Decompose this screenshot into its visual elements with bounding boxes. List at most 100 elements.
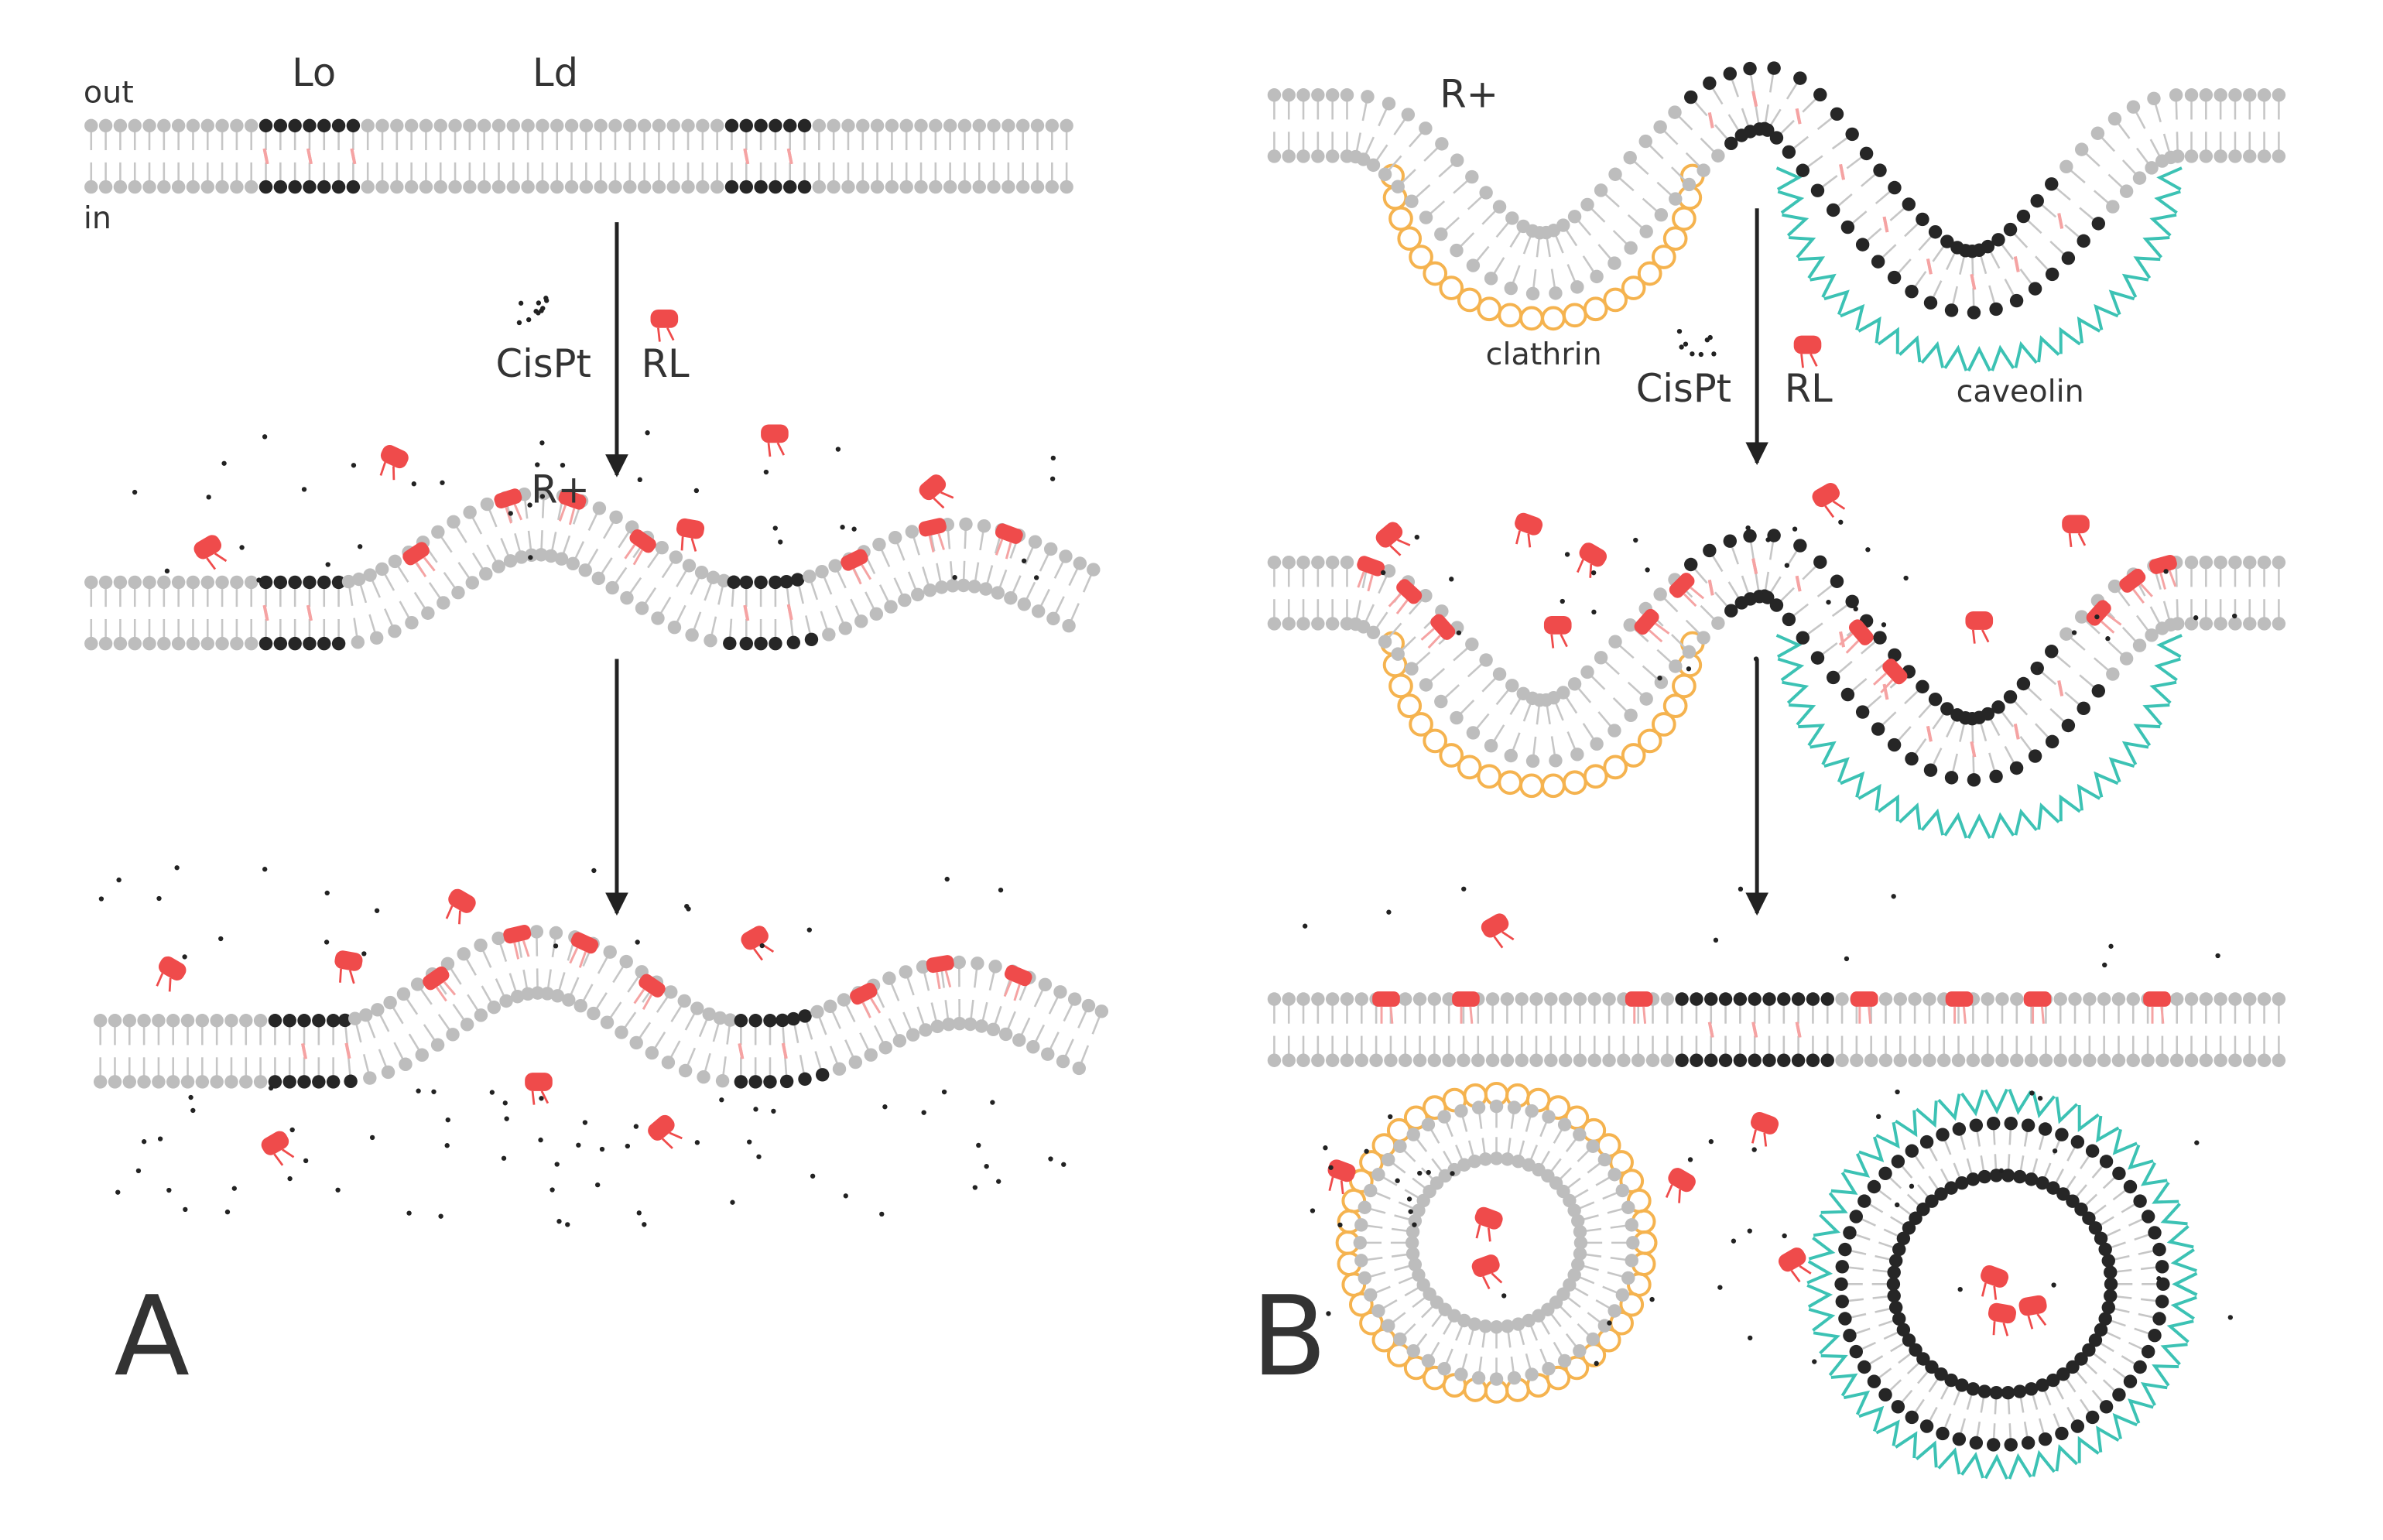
membrane-a2	[84, 487, 1101, 651]
ld-lipid-head	[987, 118, 1001, 133]
ld-lipid-head	[704, 633, 717, 648]
lo-lipid-head	[326, 1075, 341, 1089]
cisplatin-dot	[1594, 1360, 1599, 1367]
ld-lipid-head	[128, 180, 142, 194]
cisplatin-dot	[693, 488, 700, 494]
ld-lipid-head	[979, 582, 993, 596]
ld-lipid-head	[1850, 1053, 1864, 1067]
lo-lipid-head	[786, 1011, 800, 1026]
caveolin-unit	[2172, 1271, 2198, 1296]
cisplatin-dot	[806, 927, 812, 933]
cisplatin-dot	[508, 511, 513, 516]
ld-lipid-head	[1454, 1367, 1468, 1381]
ld-lipid-head	[664, 985, 678, 999]
cisplatin-dot	[1903, 575, 1909, 581]
membrane-receptor	[633, 974, 666, 1011]
clathrin-unit	[1457, 287, 1482, 313]
caveolin-unit	[2154, 657, 2181, 682]
receptor-body	[334, 950, 363, 971]
cisplatin-dot	[633, 1124, 639, 1129]
cisplatin-dot	[224, 1209, 231, 1215]
ld-lipid-head	[421, 606, 435, 620]
lo-lipid-head	[2066, 1194, 2080, 1208]
cisplatin-dot	[1364, 1148, 1369, 1154]
ld-lipid-head	[1607, 1304, 1621, 1318]
cisplatin-dot	[1747, 1228, 1752, 1234]
ld-lipid-head	[1437, 1110, 1451, 1124]
caveolin-unit	[1775, 166, 1803, 191]
lo-lipid-head	[331, 118, 346, 133]
cisplatin-dot	[502, 1100, 508, 1106]
cisplatin-dot	[1708, 1138, 1714, 1145]
cisplatin-dot	[565, 1222, 570, 1227]
cholesterol-mark	[1882, 216, 1889, 233]
ld-lipid-head	[2083, 1053, 2097, 1067]
ld-lipid-head	[171, 118, 186, 133]
caveolin-unit	[2156, 634, 2183, 659]
ld-lipid-head	[911, 587, 925, 602]
ld-lipid-head	[534, 548, 548, 562]
ld-lipid-head	[1587, 992, 1601, 1006]
ld-lipid-head	[157, 575, 171, 590]
receptor-ligand	[676, 518, 705, 552]
receptor-body	[995, 523, 1023, 544]
ld-lipid-head	[2171, 149, 2185, 163]
cisplatin-dot	[262, 867, 268, 872]
clathrin-unit	[1637, 728, 1662, 754]
receptor-body	[2148, 554, 2177, 574]
caveolin-unit	[1840, 303, 1865, 330]
ld-lipid-head	[667, 620, 682, 635]
lo-lipid-head	[1878, 1166, 1892, 1181]
caveolin-unit	[1798, 724, 1826, 747]
ld-lipid-head	[710, 118, 724, 133]
cisplatin-dot	[1711, 351, 1717, 357]
ld-lipid-head	[474, 938, 488, 953]
ld-lipid-head	[682, 559, 697, 573]
cisplatin-dot	[406, 1210, 412, 1216]
lo-lipid-head	[2030, 661, 2044, 676]
lo-lipid-head	[317, 118, 331, 133]
caveolin-unit	[1920, 808, 1945, 836]
ld-lipid-head	[363, 1071, 377, 1085]
membrane-receptor	[995, 523, 1023, 560]
receptor-tail	[936, 970, 952, 990]
caveolin-unit	[2121, 741, 2149, 765]
ld-lipid-head	[200, 180, 214, 194]
membrane-receptor	[1003, 965, 1032, 1001]
ld-lipid-head	[573, 999, 587, 1013]
ld-lipid-head	[1489, 1099, 1504, 1114]
ld-lipid-head	[1391, 647, 1405, 661]
clathrin-unit	[1603, 287, 1628, 313]
cisplatin-dot	[1426, 1169, 1431, 1176]
ld-lipid-head	[1922, 992, 1936, 1006]
cisplatin-dot	[1021, 558, 1027, 563]
ld-lipid-head	[651, 611, 665, 625]
ld-lipid-head	[2132, 638, 2147, 652]
cisplatin-dot	[882, 1104, 888, 1110]
cisplatin-dot	[1865, 547, 1871, 553]
cisplatin-dot	[1412, 1222, 1417, 1227]
caveolin-unit	[2140, 1162, 2168, 1186]
ld-lipid-head	[899, 118, 913, 133]
lo-lipid-head	[2004, 1438, 2018, 1452]
membrane-receptor	[402, 542, 436, 577]
lo-lipid-head	[1767, 61, 1781, 75]
lo-lipid-head	[282, 1014, 296, 1028]
caveolin-unit	[1857, 316, 1881, 344]
ld-lipid-head	[919, 1023, 933, 1037]
ld-lipid-head	[2214, 555, 2227, 570]
cisplatin-dot	[921, 1110, 926, 1115]
ld-lipid-head	[195, 1075, 210, 1089]
ld-lipid-head	[447, 515, 461, 529]
cisplatin-dot	[1698, 351, 1703, 358]
ld-lipid-head	[1354, 992, 1369, 1006]
ld-lipid-head	[953, 1016, 967, 1031]
cisplatin-dot	[1406, 1196, 1412, 1202]
ld-lipid-head	[1542, 1110, 1556, 1124]
ld-lipid-head	[2010, 992, 2024, 1006]
ld-lipid-head	[1878, 992, 1893, 1006]
receptor-body	[1625, 991, 1653, 1007]
caveolin-unit	[2133, 256, 2161, 279]
clathrin-unit	[1498, 770, 1522, 796]
cholesterol-mark	[1926, 725, 1933, 742]
